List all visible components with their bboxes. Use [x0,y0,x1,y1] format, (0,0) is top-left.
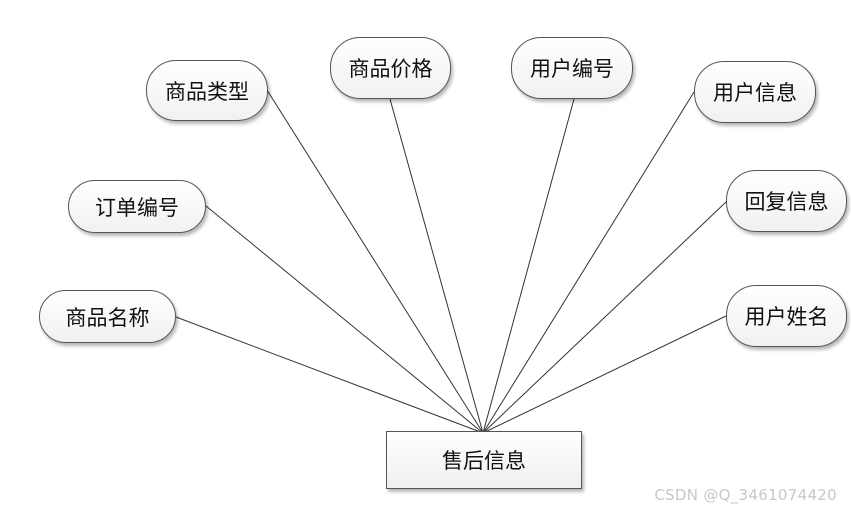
attribute-product-price: 商品价格 [330,37,451,99]
connector-user-name [482,315,727,434]
attribute-order-no: 订单编号 [68,180,206,233]
attribute-user-info: 用户信息 [694,61,816,123]
attribute-user-name: 用户姓名 [726,285,847,347]
connector-product-price [389,98,484,434]
attribute-user-no: 用户编号 [511,37,633,99]
attribute-product-name: 商品名称 [39,290,176,343]
connector-user-info [482,91,695,434]
connector-user-no [482,98,575,434]
connector-order-no [205,205,484,434]
entity-after-sales-info: 售后信息 [386,431,582,489]
connector-product-name [175,316,484,434]
attribute-product-type: 商品类型 [146,60,268,121]
attribute-reply-info: 回复信息 [726,170,847,232]
connector-product-type [266,89,484,434]
watermark-text: CSDN @Q_3461074420 [654,486,837,504]
connector-reply-info [482,201,727,434]
